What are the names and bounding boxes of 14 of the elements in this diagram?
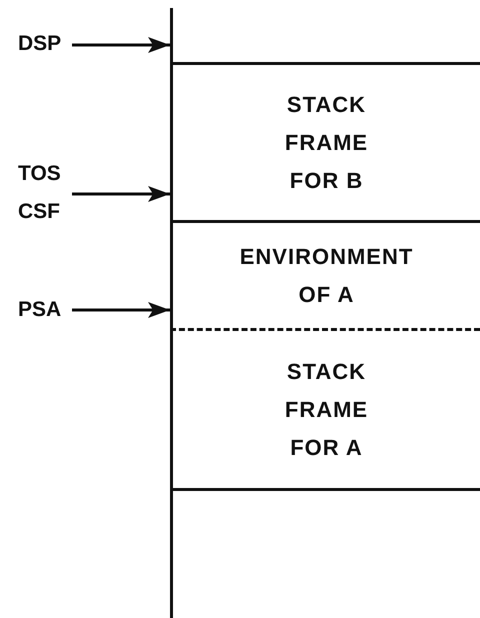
- pointer-arrow: [72, 37, 170, 53]
- pointer-label: CSF: [18, 200, 61, 224]
- environment-box: [170, 223, 480, 331]
- region-label: STACK FRAME FOR B: [284, 90, 370, 194]
- pointer-label: PSA: [18, 298, 62, 322]
- stack-region: [170, 8, 480, 65]
- pointer-label: DSP: [18, 32, 62, 56]
- region-label: ENVIRONMENT OF A: [238, 242, 414, 308]
- stack-frame-box: [170, 65, 480, 223]
- region-label: STACK FRAME FOR A: [284, 358, 370, 462]
- pointer-arrow: [72, 302, 170, 318]
- pointer-arrow: [72, 186, 170, 202]
- stack-frame-box: [170, 331, 480, 491]
- pointer-label: TOS: [18, 162, 62, 186]
